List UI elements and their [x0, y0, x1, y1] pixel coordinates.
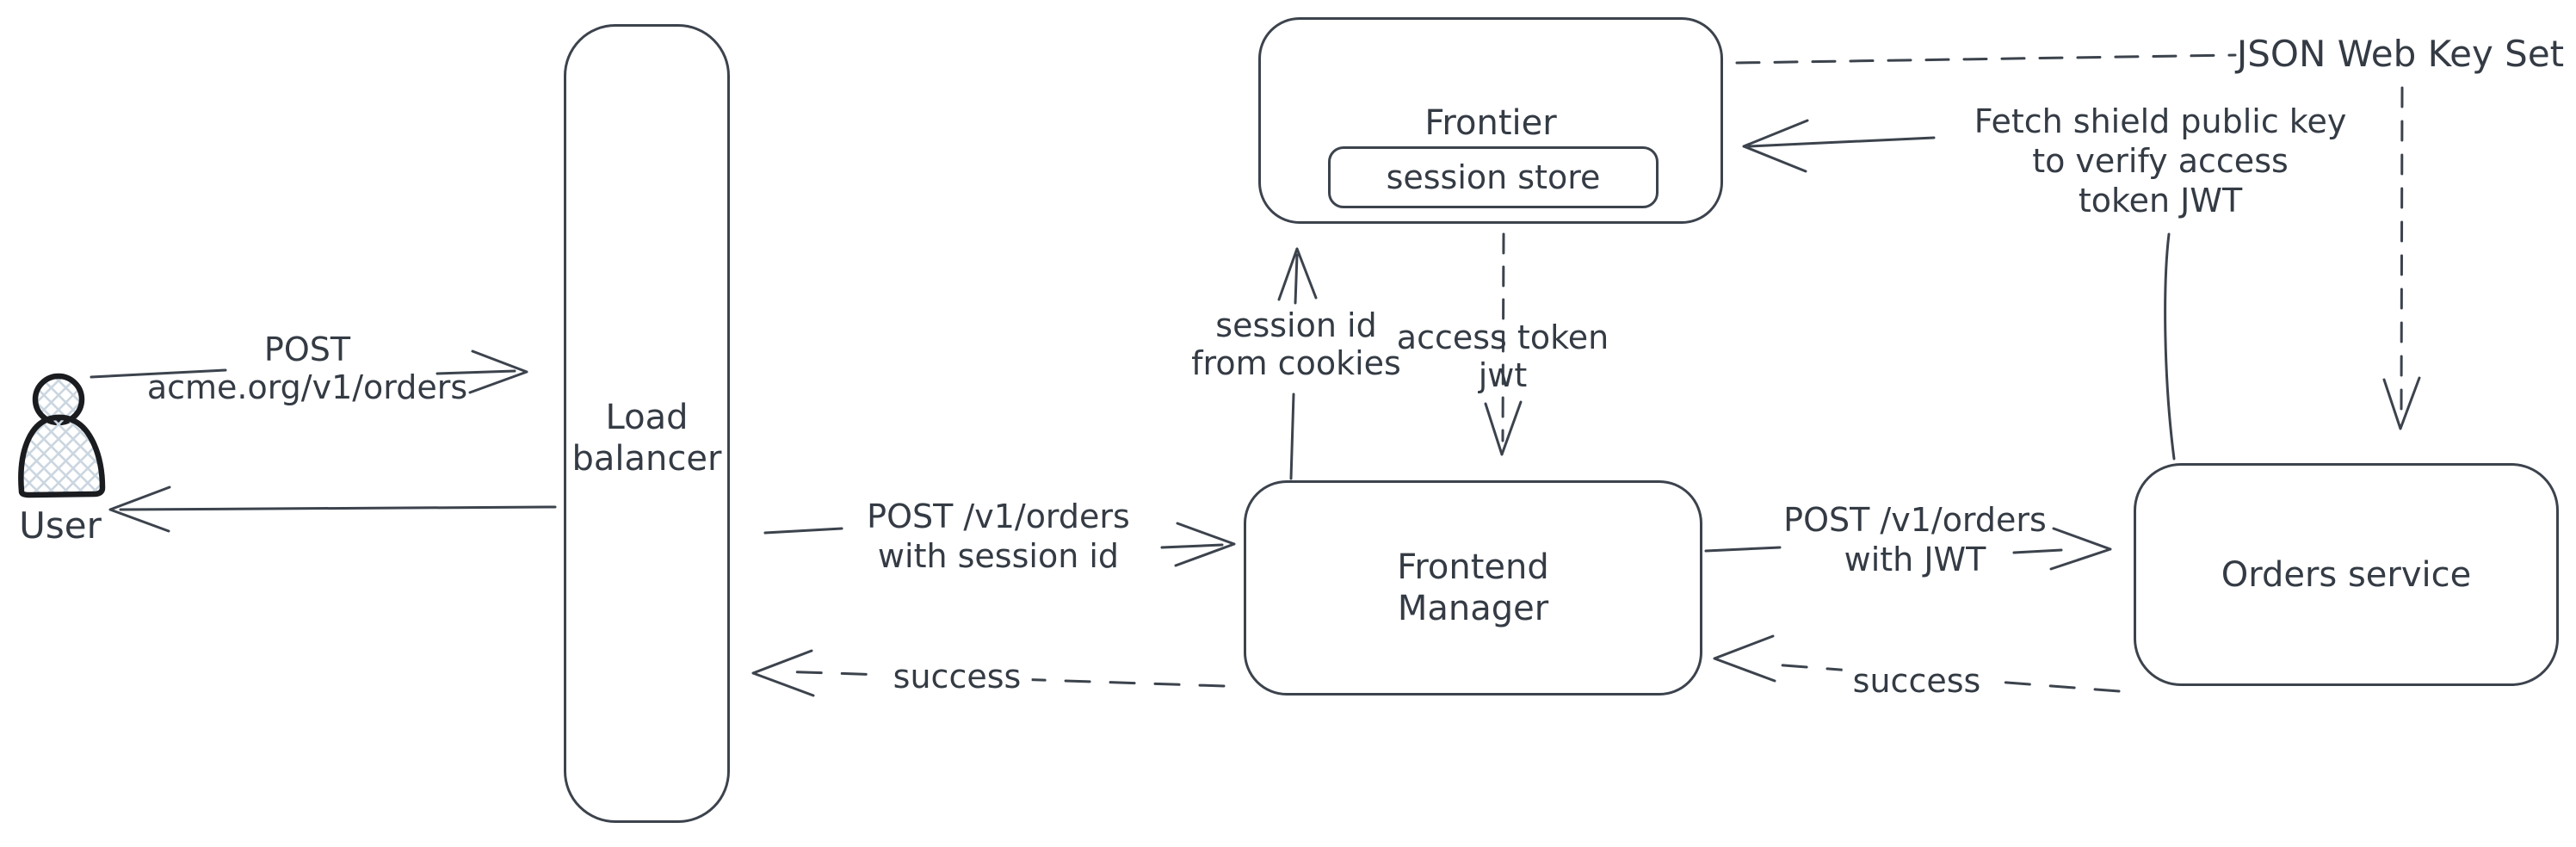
- node-frontend-manager: Frontend Manager: [1244, 480, 1702, 696]
- user-icon: [18, 373, 106, 498]
- edge-user-to-lb-post: [90, 349, 528, 394]
- edge-orders-post-label: POST /v1/orders with JWT: [1783, 501, 2047, 578]
- edge-lb-success-label: success: [882, 658, 1032, 696]
- frontier-label: Frontier: [1424, 103, 1557, 143]
- load-balancer-label: Load balancer: [571, 398, 722, 479]
- edge-user-post-label: POST acme.org/v1/orders: [146, 331, 468, 406]
- frontend-manager-label: Frontend Manager: [1397, 547, 1549, 628]
- session-store-label: session store: [1386, 158, 1601, 196]
- edge-orders-success-label: success: [1842, 662, 1992, 700]
- edge-fm-to-orders-post: [1704, 527, 2112, 571]
- user-label: User: [19, 504, 102, 547]
- edge-frontier-to-fm-access-token: [1484, 232, 1523, 456]
- edge-orders-to-frontier-fetch-key: [1742, 119, 2176, 461]
- node-load-balancer: Load balancer: [564, 24, 730, 823]
- edge-frontier-to-jwks-dashed: [1735, 53, 2237, 65]
- edge-fm-to-frontier-session-id: [1277, 247, 1318, 480]
- edge-access-token-label: access token jwt: [1396, 318, 1609, 394]
- node-orders-service: Orders service: [2134, 463, 2559, 686]
- node-frontier: Frontier session store: [1258, 17, 1723, 224]
- edge-lb-to-fm-post: [763, 522, 1236, 567]
- edge-lb-to-user-response: [108, 485, 557, 533]
- node-session-store: session store: [1328, 146, 1659, 208]
- edge-lb-post-label: POST /v1/orders with session id: [867, 498, 1130, 575]
- orders-service-label: Orders service: [2221, 554, 2472, 595]
- edge-orders-to-fm-success: [1713, 634, 2121, 693]
- edge-jwks-to-orders-dashed: [2382, 86, 2421, 430]
- edge-session-id-label: session id from cookies: [1191, 306, 1401, 382]
- jwks-label: JSON Web Key Set: [2236, 33, 2565, 75]
- edge-fetch-key-label: Fetch shield public key to verify access…: [1974, 102, 2347, 219]
